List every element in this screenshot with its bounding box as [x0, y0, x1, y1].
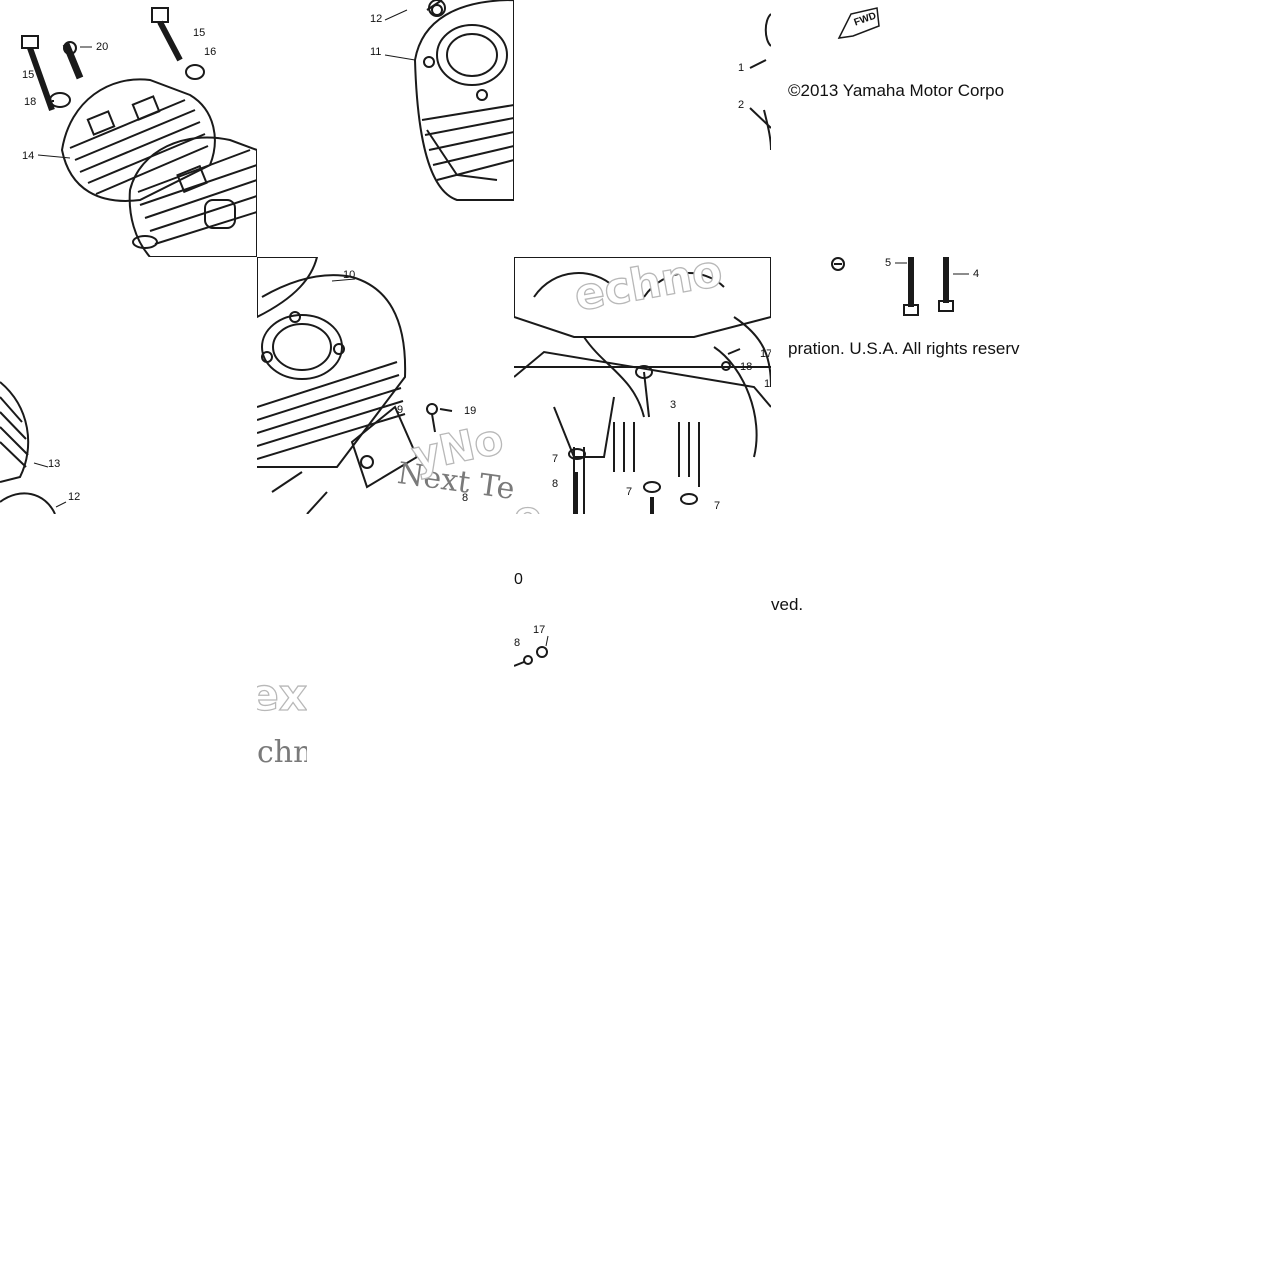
cylinders-drawing — [257, 257, 453, 514]
copyright-text: pration. U.S.A. All rights reserv — [788, 339, 1020, 358]
crankcase-drawing — [514, 257, 771, 514]
head-corner-drawing — [0, 381, 67, 514]
cylinder-head-drawing — [21, 7, 257, 257]
part-number: 7 — [552, 453, 559, 465]
part-number: 12 — [370, 13, 383, 25]
part-number: 15 — [193, 27, 206, 39]
part-number: 8 — [462, 492, 469, 504]
copyright-text-tail: ved. — [771, 595, 804, 614]
part-number: 4 — [973, 268, 980, 280]
diagram-tile-cylinder-top: 12 11 — [257, 0, 514, 257]
part-number: 7 — [714, 500, 721, 512]
part-number: 13 — [48, 458, 61, 470]
cylinder-top-drawing — [384, 0, 514, 201]
watermark-text: ex — [257, 670, 307, 721]
watermark-text: chn — [257, 735, 307, 770]
diagram-tile-head-corner: 13 12 — [0, 257, 257, 514]
part-number: 7 — [626, 486, 633, 498]
diagram-tile-copyright: FWD ©2013 Yamaha Motor Corpo — [771, 0, 1028, 257]
watermark-text: o — [514, 496, 542, 514]
diagram-tile-watermark: ex chn — [257, 514, 307, 771]
part-number: 11 — [370, 46, 382, 58]
crankcase-edge-drawing — [749, 13, 771, 151]
part-number: 20 — [96, 41, 109, 53]
copyright-glyph: 0 — [514, 571, 523, 588]
diagram-tile-lower: 0 ved. 8 17 — [514, 514, 771, 771]
part-number: 8 — [514, 637, 521, 649]
diagram-tile-crankcase: 17 18 3 7 8 7 7 1 echno o — [514, 257, 771, 514]
part-number: 10 — [343, 269, 356, 281]
part-number: 15 — [22, 69, 35, 81]
part-number: 18 — [24, 96, 37, 108]
forward-arrow-icon — [837, 7, 880, 39]
part-number: 17 — [760, 348, 771, 360]
part-number: 2 — [738, 99, 745, 111]
diagram-tile-cylinders: 10 9 19 8 Next Te yNo — [257, 257, 514, 514]
part-number: 1 — [738, 62, 745, 74]
part-number: 8 — [552, 478, 559, 490]
part-number: 3 — [670, 399, 677, 411]
bolts-drawing — [831, 257, 969, 316]
part-number: 5 — [885, 257, 892, 269]
part-number: 12 — [68, 491, 81, 503]
diagram-tile-bolts: 5 4 pration. U.S.A. All rights reserv — [771, 257, 1028, 514]
part-number: 17 — [533, 624, 546, 636]
diagram-tile-crankcase-edge: 1 2 — [514, 0, 771, 257]
part-number: 1 — [764, 378, 771, 390]
part-number: 18 — [740, 361, 753, 373]
lower-fragment-drawing — [514, 635, 549, 667]
diagram-tile-cylinder-heads: 15 20 15 16 18 14 — [0, 0, 257, 257]
part-number: 16 — [204, 46, 217, 58]
part-number: 9 — [397, 404, 404, 416]
part-number: 19 — [464, 405, 477, 417]
part-number: 14 — [22, 150, 35, 162]
copyright-text: ©2013 Yamaha Motor Corpo — [788, 81, 1005, 100]
